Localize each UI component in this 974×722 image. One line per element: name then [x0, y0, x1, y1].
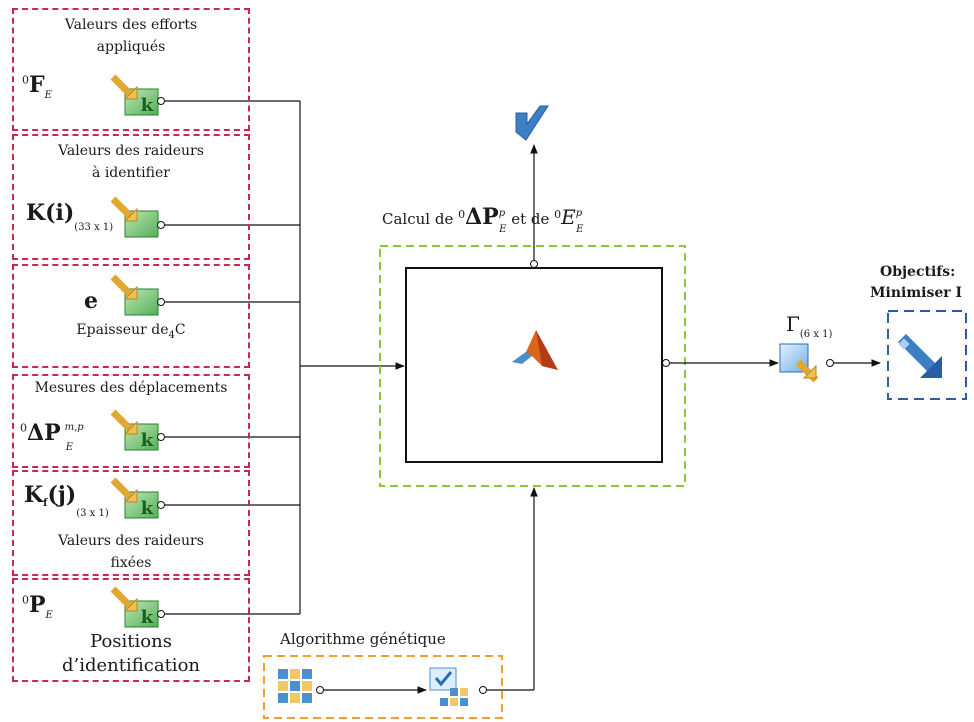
selection-icon: [429, 667, 468, 706]
caption-epaisseur: Epaisseur de4C: [76, 322, 186, 341]
calc-label: Calcul de 0ΔPpE et de 0EpE: [382, 204, 584, 235]
symbol-p: 0PE: [22, 592, 53, 621]
symbol-kf-j: Kf(j)(3 x 1): [24, 482, 109, 519]
scope-icon: [515, 105, 549, 141]
input-box-epaisseur: [12, 264, 250, 368]
input-icons: k k k k: [110, 74, 165, 628]
symbol-k-i: K(i)(33 x 1): [26, 200, 114, 233]
matlab-block[interactable]: [405, 267, 663, 463]
output-gamma: Γ(6 x 1): [786, 312, 833, 340]
caption-raideurs: Valeurs des raideurs à identifier: [58, 143, 204, 181]
objectives-text: Minimiser I: [870, 285, 963, 301]
objectives-box: [887, 310, 967, 400]
caption-efforts: Valeurs des efforts appliqués: [64, 17, 198, 55]
ga-subsystem-border: [263, 655, 503, 719]
matlab-logo-icon: [512, 330, 558, 370]
objectives-title: Objectifs:: [880, 264, 956, 280]
ga-label: Algorithme génétique: [280, 630, 446, 648]
input-box-raideurs-fixees: [12, 470, 250, 576]
minimize-icon: [898, 334, 942, 378]
population-icon: [278, 669, 312, 703]
svg-text:k: k: [141, 498, 154, 519]
input-box-deplacements: [12, 374, 250, 468]
input-bus-lines: [165, 100, 405, 615]
input-box-efforts: [12, 8, 250, 131]
input-box-raideurs: [12, 134, 250, 260]
output-port-icon: [779, 343, 834, 383]
input-box-positions: [12, 578, 250, 682]
symbol-force: 0FE: [22, 72, 52, 101]
caption-raideurs-fixees: Valeurs des raideurs fixées: [58, 533, 204, 571]
svg-text:k: k: [141, 607, 154, 628]
svg-text:k: k: [141, 430, 154, 451]
caption-deplacements: Mesures des déplacements: [34, 380, 228, 396]
calc-subsystem-border: [379, 245, 686, 487]
symbol-e: e: [84, 288, 98, 314]
svg-text:k: k: [141, 95, 154, 116]
caption-positions: Positions d’identification: [62, 631, 200, 676]
